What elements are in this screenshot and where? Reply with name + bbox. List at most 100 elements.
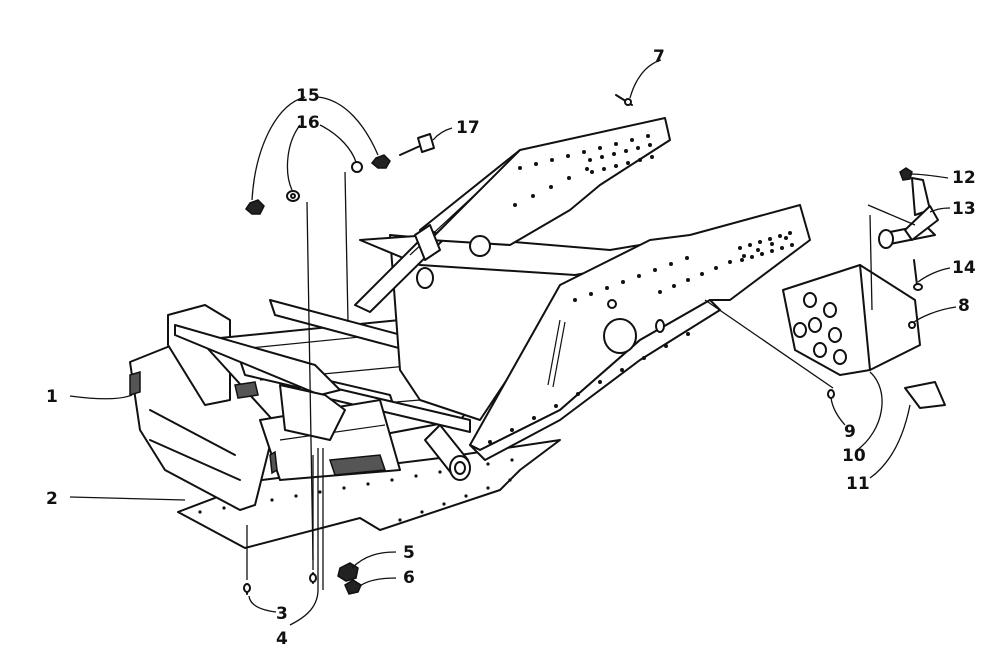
rivet-hole <box>700 272 704 276</box>
rivet-hole <box>728 260 732 264</box>
pan-rivet-hole <box>398 518 402 522</box>
rivet-hole <box>630 138 634 142</box>
rivet-hole <box>756 248 760 252</box>
rivet-hole <box>598 146 602 150</box>
rivet-hole <box>488 440 492 444</box>
rivet-hole <box>637 274 641 278</box>
rivet-hole <box>510 428 514 432</box>
bracket-hole <box>813 342 827 358</box>
hardware-3-4-5-6 <box>243 562 362 595</box>
rivet-hole <box>768 237 772 241</box>
callout-14: 14 <box>952 258 976 278</box>
rivet-hole <box>784 236 788 240</box>
pan-rivet-hole <box>222 506 226 510</box>
pan-rivet-hole <box>342 486 346 490</box>
rivet-hole <box>686 278 690 282</box>
bracket-hole <box>793 322 807 338</box>
callout-labels: 1 2 3 4 5 6 7 8 9 10 11 12 13 14 15 16 1… <box>46 47 976 649</box>
pan-rivet-hole <box>486 486 490 490</box>
rivet-hole <box>602 167 606 171</box>
callout-6: 6 <box>403 568 415 588</box>
callout-7: 7 <box>653 47 665 67</box>
callout-13: 13 <box>952 199 976 219</box>
hardware-15-16-17 <box>245 133 435 215</box>
pan-rivet-hole <box>442 502 446 506</box>
rivet-hole <box>590 170 594 174</box>
rivet-hole <box>740 258 744 262</box>
rivet-hole <box>626 161 630 165</box>
rivet-hole <box>582 150 586 154</box>
rear-bracket-assembly <box>782 167 946 409</box>
rivet-hole <box>650 155 654 159</box>
callout-4: 4 <box>276 629 288 649</box>
callout-12: 12 <box>952 168 976 188</box>
callout-5: 5 <box>403 543 415 563</box>
rivet-hole <box>790 243 794 247</box>
rivet-hole <box>532 416 536 420</box>
bracket-hole <box>803 292 817 308</box>
rivet-hole <box>770 249 774 253</box>
rivet-hole <box>624 149 628 153</box>
callout-9: 9 <box>844 422 856 442</box>
rivet-hole <box>531 194 535 198</box>
rivet-hole <box>585 167 589 171</box>
rivet-hole <box>598 380 602 384</box>
rivet-hole <box>770 242 774 246</box>
rivet-hole <box>658 290 662 294</box>
rivet-hole <box>760 252 764 256</box>
rivet-hole <box>672 284 676 288</box>
pan-rivet-hole <box>420 510 424 514</box>
rivet-hole <box>614 164 618 168</box>
bracket-hole <box>828 327 842 343</box>
rivet-hole <box>750 255 754 259</box>
pan-rivet-hole <box>486 462 490 466</box>
rivet-hole <box>614 142 618 146</box>
callout-2: 2 <box>46 489 58 509</box>
pan-rivet-hole <box>198 510 202 514</box>
rivet-hole <box>714 266 718 270</box>
rivet-hole <box>600 155 604 159</box>
rivet-hole <box>685 256 689 260</box>
callout-8: 8 <box>958 296 970 316</box>
rivet-hole <box>780 246 784 250</box>
pan-rivet-hole <box>294 494 298 498</box>
rivet-hole <box>669 262 673 266</box>
pan-rivet-hole <box>270 498 274 502</box>
rivet-hole <box>748 243 752 247</box>
pan-rivet-hole <box>438 470 442 474</box>
rivet-hole <box>534 162 538 166</box>
callout-1: 1 <box>46 387 58 407</box>
rivet-hole <box>742 254 746 258</box>
rivet-hole <box>550 158 554 162</box>
rivet-hole <box>554 404 558 408</box>
rivet-hole <box>620 368 624 372</box>
pan-rivet-hole <box>510 458 514 462</box>
pan-rivet-hole <box>508 478 512 482</box>
rivet-hole <box>638 158 642 162</box>
callout-11: 11 <box>846 474 870 494</box>
rivet-hole <box>612 152 616 156</box>
rivet-hole <box>664 344 668 348</box>
rivet-hole <box>646 134 650 138</box>
rivet-hole <box>567 176 571 180</box>
leader-lines <box>69 59 957 626</box>
rivet-hole <box>778 234 782 238</box>
rivet-hole <box>513 203 517 207</box>
rivet-hole <box>738 246 742 250</box>
callout-3: 3 <box>276 604 288 624</box>
rivet-hole <box>605 286 609 290</box>
callout-16: 16 <box>296 113 320 133</box>
rivet-hole <box>642 356 646 360</box>
rivet-hole <box>653 268 657 272</box>
pan-rivet-hole <box>366 482 370 486</box>
callout-17: 17 <box>456 118 480 138</box>
callout-15: 15 <box>296 86 320 106</box>
pan-rivet-hole <box>318 490 322 494</box>
bracket-hole <box>833 349 847 365</box>
rivet-hole <box>518 166 522 170</box>
main-chassis <box>129 117 811 511</box>
rivet-hole <box>588 158 592 162</box>
pan-rivet-hole <box>464 494 468 498</box>
rivet-hole <box>589 292 593 296</box>
